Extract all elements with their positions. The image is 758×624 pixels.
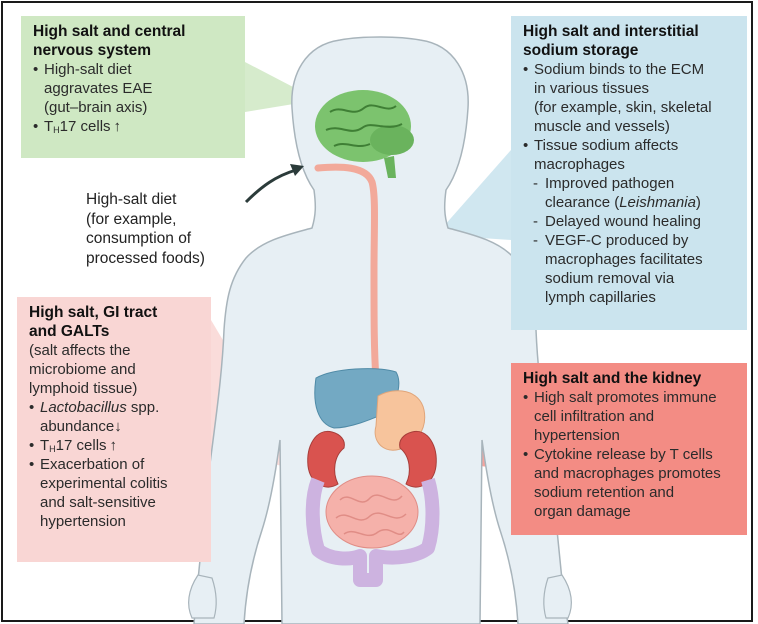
cns-bullet-2: TH17 cells ↑ [33, 117, 235, 136]
interstitial-sub-2: Delayed wound healing [523, 212, 737, 231]
lactobacillus-italic: Lactobacillus [40, 399, 127, 416]
interstitial-bullet-2-line: Tissue sodium affects [534, 136, 737, 155]
gi-title-line-1: High salt, GI tract [29, 303, 201, 322]
leishmania-pre: clearance ( [545, 194, 619, 211]
interstitial-bullet-1-line: Sodium binds to the ECM [534, 60, 737, 79]
gi-intro-line: (salt affects the [29, 341, 201, 360]
diet-label-line: (for example, [86, 210, 258, 230]
gi-bullet-1-line: Lactobacillus spp. [40, 398, 201, 417]
diet-label-line: processed foods) [86, 249, 258, 269]
cns-bullet-1: High-salt diet aggravates EAE (gut–brain… [33, 60, 235, 117]
gi-bullet-3-line: hypertension [40, 512, 201, 531]
interstitial-box-title: High salt and interstitial sodium storag… [523, 22, 737, 60]
right-hand [544, 575, 572, 618]
interstitial-bullet-2: Tissue sodium affects macrophages [523, 136, 737, 174]
gi-box-title: High salt, GI tract and GALTs [29, 303, 201, 341]
diet-label: High-salt diet (for example, consumption… [86, 190, 258, 268]
kidney-box: High salt and the kidney High salt promo… [511, 363, 747, 535]
gi-intro-line: microbiome and [29, 360, 201, 379]
gi-intro-line: lymphoid tissue) [29, 379, 201, 398]
interstitial-sub-3-line: VEGF-C produced by [545, 231, 737, 250]
cns-title-line-2: nervous system [33, 41, 235, 60]
gi-title-line-2: and GALTs [29, 322, 201, 341]
gi-bullet-1-line: abundance↓ [40, 417, 201, 436]
interstitial-bullet-1-line: in various tissues [534, 79, 737, 98]
gi-box: High salt, GI tract and GALTs (salt affe… [17, 297, 211, 562]
kidney-bullet-1-line: High salt promotes immune [534, 388, 737, 407]
gi-bullet-3: Exacerbation of experimental colitis and… [29, 455, 201, 531]
interstitial-bullet-2-line: macrophages [534, 155, 737, 174]
cns-title-line-1: High salt and central [33, 22, 235, 41]
lactobacillus-rest: spp. [127, 399, 160, 416]
gi-bullet-3-line: and salt-sensitive [40, 493, 201, 512]
kidney-bullet-1-line: hypertension [534, 426, 737, 445]
interstitial-box: High salt and interstitial sodium storag… [511, 16, 747, 330]
kidney-bullet-1-line: cell infiltration and [534, 407, 737, 426]
leishmania-post: ) [696, 194, 701, 211]
interstitial-bullet-1: Sodium binds to the ECM in various tissu… [523, 60, 737, 136]
kidney-bullet-2-line: and macrophages promotes [534, 464, 737, 483]
interstitial-sub-3-line: sodium removal via [545, 269, 737, 288]
cns-bullet-1-line: High-salt diet [44, 60, 235, 79]
interstitial-sub-1-line: clearance (Leishmania) [545, 193, 737, 212]
interstitial-title-line-2: sodium storage [523, 41, 737, 60]
cns-bullet-1-line: (gut–brain axis) [44, 98, 235, 117]
kidney-bullet-2: Cytokine release by T cells and macropha… [523, 445, 737, 521]
cns-box: High salt and central nervous system Hig… [21, 16, 245, 158]
interstitial-sub-2-line: Delayed wound healing [545, 212, 737, 231]
interstitial-sub-3-line: macrophages facilitates [545, 250, 737, 269]
kidney-bullet-1: High salt promotes immune cell infiltrat… [523, 388, 737, 445]
gi-bullet-1: Lactobacillus spp. abundance↓ [29, 398, 201, 436]
th17-prefix: T [44, 118, 53, 135]
kidney-bullet-2-line: Cytokine release by T cells [534, 445, 737, 464]
leishmania-italic: Leishmania [619, 194, 696, 211]
th17-prefix: T [40, 437, 49, 454]
kidney-bullet-2-line: sodium retention and [534, 483, 737, 502]
interstitial-sub-3: VEGF-C produced by macrophages facilitat… [523, 231, 737, 307]
kidney-box-title: High salt and the kidney [523, 369, 737, 388]
th17-suffix: 17 cells ↑ [56, 437, 117, 454]
left-hand [189, 575, 217, 618]
interstitial-sub-1: Improved pathogen clearance (Leishmania) [523, 174, 737, 212]
kidney-bullet-2-line: organ damage [534, 502, 737, 521]
interstitial-bullet-1-line: (for example, skin, skeletal [534, 98, 737, 117]
th17-suffix: 17 cells ↑ [60, 118, 121, 135]
gi-bullet-3-line: experimental colitis [40, 474, 201, 493]
gi-bullet-3-line: Exacerbation of [40, 455, 201, 474]
diet-label-line: High-salt diet [86, 190, 258, 210]
interstitial-sub-1-line: Improved pathogen [545, 174, 737, 193]
gi-bullet-2: TH17 cells ↑ [29, 436, 201, 455]
cns-box-title: High salt and central nervous system [33, 22, 235, 60]
diet-label-line: consumption of [86, 229, 258, 249]
gi-intro: (salt affects the microbiome and lymphoi… [29, 341, 201, 398]
interstitial-sub-3-line: lymph capillaries [545, 288, 737, 307]
interstitial-title-line-1: High salt and interstitial [523, 22, 737, 41]
interstitial-bullet-1-line: muscle and vessels) [534, 117, 737, 136]
cns-bullet-1-line: aggravates EAE [44, 79, 235, 98]
small-intestine [326, 476, 418, 548]
